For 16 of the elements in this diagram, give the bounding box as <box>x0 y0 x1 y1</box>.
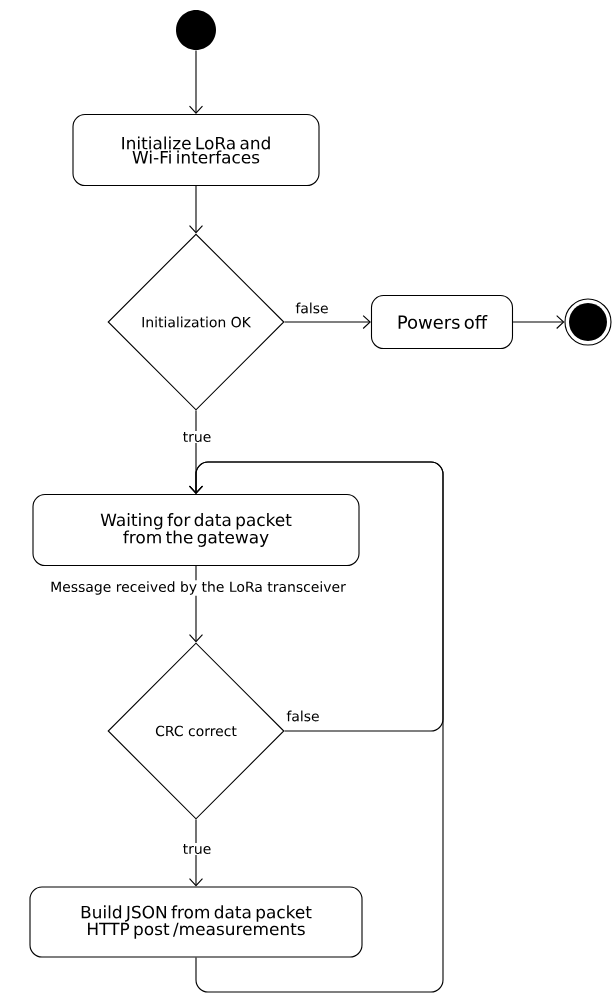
arrow <box>188 50 203 114</box>
edge-label: Message received by the LoRa transceiver <box>49 580 347 596</box>
arrow <box>284 314 371 330</box>
initial-state <box>176 10 216 50</box>
arrow <box>188 185 203 234</box>
activity-box: Initialize LoRa and Wi-Fi interfaces <box>72 113 320 187</box>
final-state <box>564 298 612 346</box>
activity-box: Waiting for data packet from the gateway <box>32 493 360 567</box>
arrow <box>512 314 565 330</box>
arrow <box>188 461 444 993</box>
edge-label: false <box>294 301 330 315</box>
edge-label: true <box>181 431 213 443</box>
activity-box: Build JSON from data packet HTTP post /measurements <box>29 886 363 958</box>
edge-label: false <box>285 709 321 723</box>
edge-label: true <box>181 843 213 855</box>
activity-box: Powers off <box>370 294 514 350</box>
